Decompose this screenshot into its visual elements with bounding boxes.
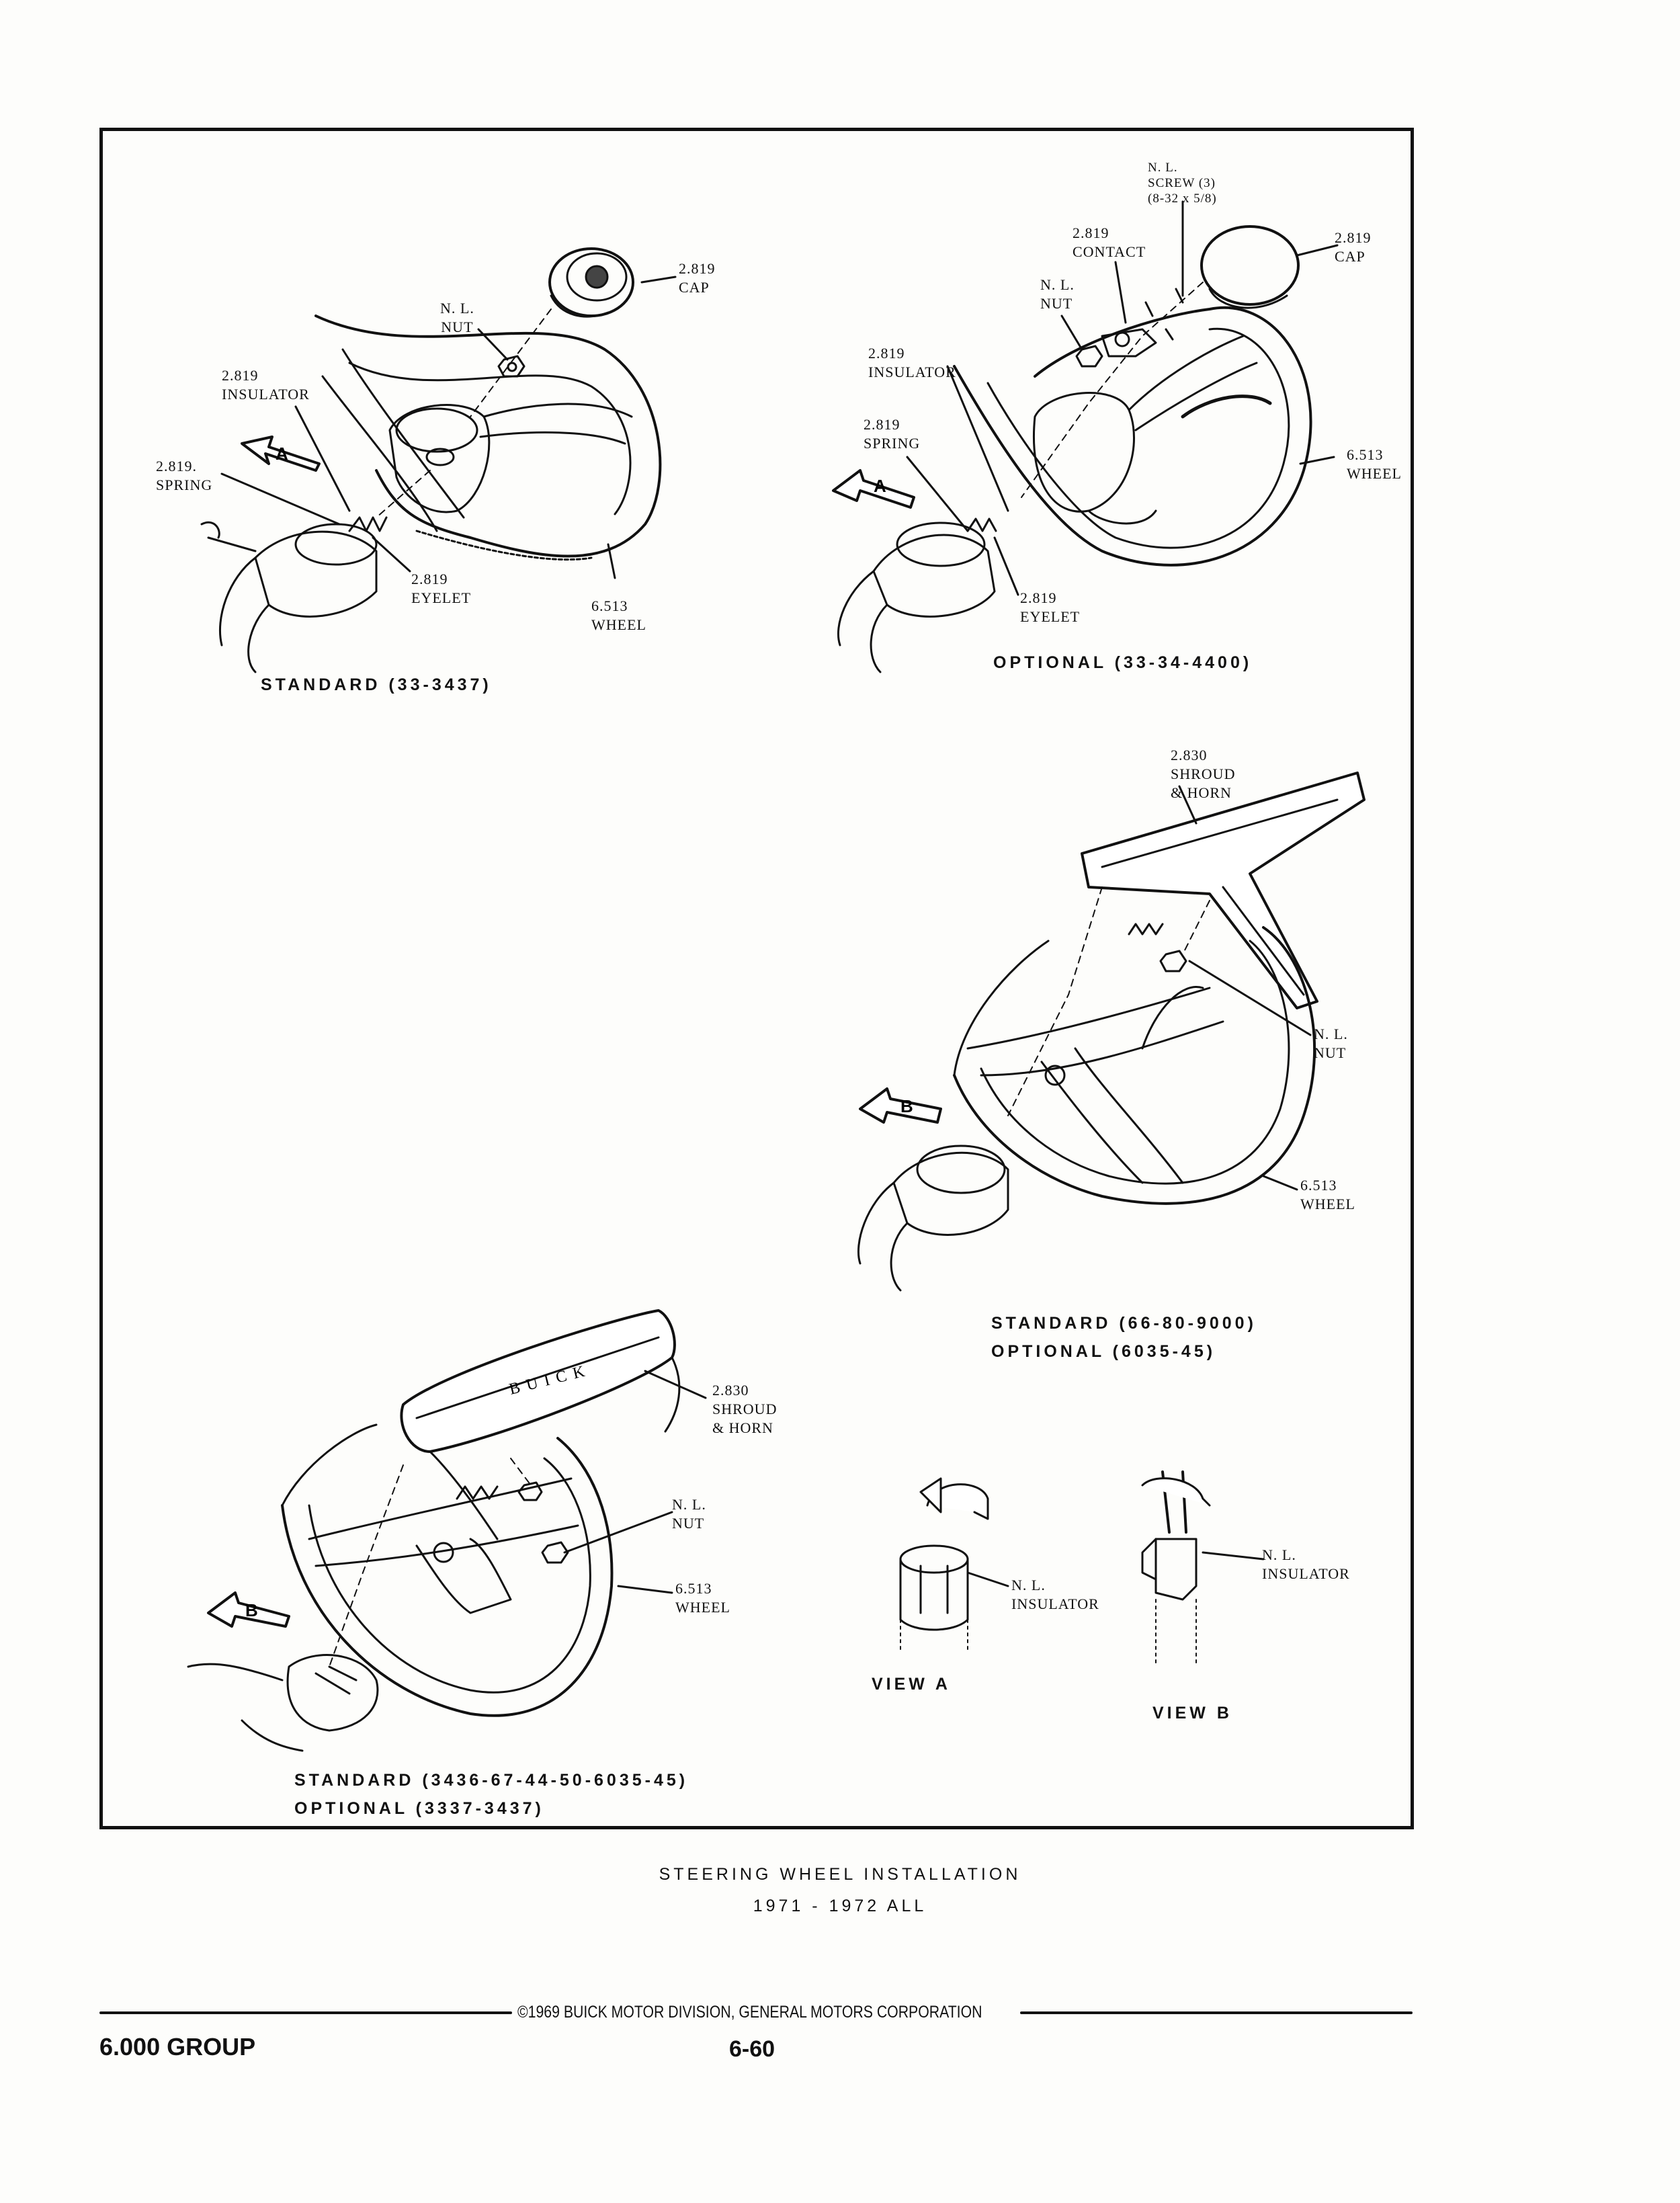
fig4-captions: STANDARD (3436-67-44-50-6035-45)OPTIONAL…	[294, 1771, 689, 1818]
fig3-nut-label: N. L.NUT	[1314, 1026, 1348, 1061]
view-a-caption: VIEW A	[872, 1675, 951, 1694]
fig4-arrow-letter: B	[245, 1600, 258, 1620]
fig4-nut-label: N. L.NUT	[672, 1496, 706, 1532]
view-b-drawing	[1141, 1470, 1265, 1667]
fig1-drawing	[200, 247, 677, 673]
fig3-captions: STANDARD (66-80-9000)OPTIONAL (6035-45)	[991, 1314, 1257, 1361]
fig1-spring-label: 2.819.SPRING	[156, 458, 213, 493]
illustration-frame	[99, 128, 1414, 1829]
fig2-drawing	[832, 200, 1339, 673]
page-subtitle: 1971 - 1972 ALL	[753, 1897, 927, 1915]
fig4-drawing	[187, 1309, 707, 1752]
fig3-arrow-letter: B	[900, 1096, 913, 1116]
footer-group: 6.000 GROUP	[99, 2033, 256, 2061]
fig2-screw-label: N. L.SCREW (3)(8-32 x 5/8)	[1148, 161, 1217, 206]
page-title: STEERING WHEEL INSTALLATION	[659, 1865, 1021, 1884]
fig2-caption: OPTIONAL (33-34-4400)	[993, 653, 1253, 672]
fig2-arrow-letter: A	[874, 476, 886, 496]
fig3-drawing	[857, 772, 1366, 1292]
view-a-drawing	[899, 1477, 1009, 1654]
fig2-nut-label: N. L.NUT	[1040, 276, 1075, 312]
footer-page-number: 6-60	[729, 2036, 775, 2062]
footer-copyright: ©1969 BUICK MOTOR DIVISION, GENERAL MOTO…	[517, 2003, 982, 2022]
view-a-insulator-label: N. L.INSULATOR	[1011, 1577, 1099, 1612]
fig1-caption: STANDARD (33-3437)	[261, 675, 492, 694]
fig1-arrow-letter: A	[276, 444, 288, 464]
fig1-nut-label: N. L.NUT	[440, 300, 474, 335]
view-b-caption: VIEW B	[1152, 1704, 1232, 1722]
view-b-insulator-label: N. L.INSULATOR	[1262, 1546, 1350, 1582]
